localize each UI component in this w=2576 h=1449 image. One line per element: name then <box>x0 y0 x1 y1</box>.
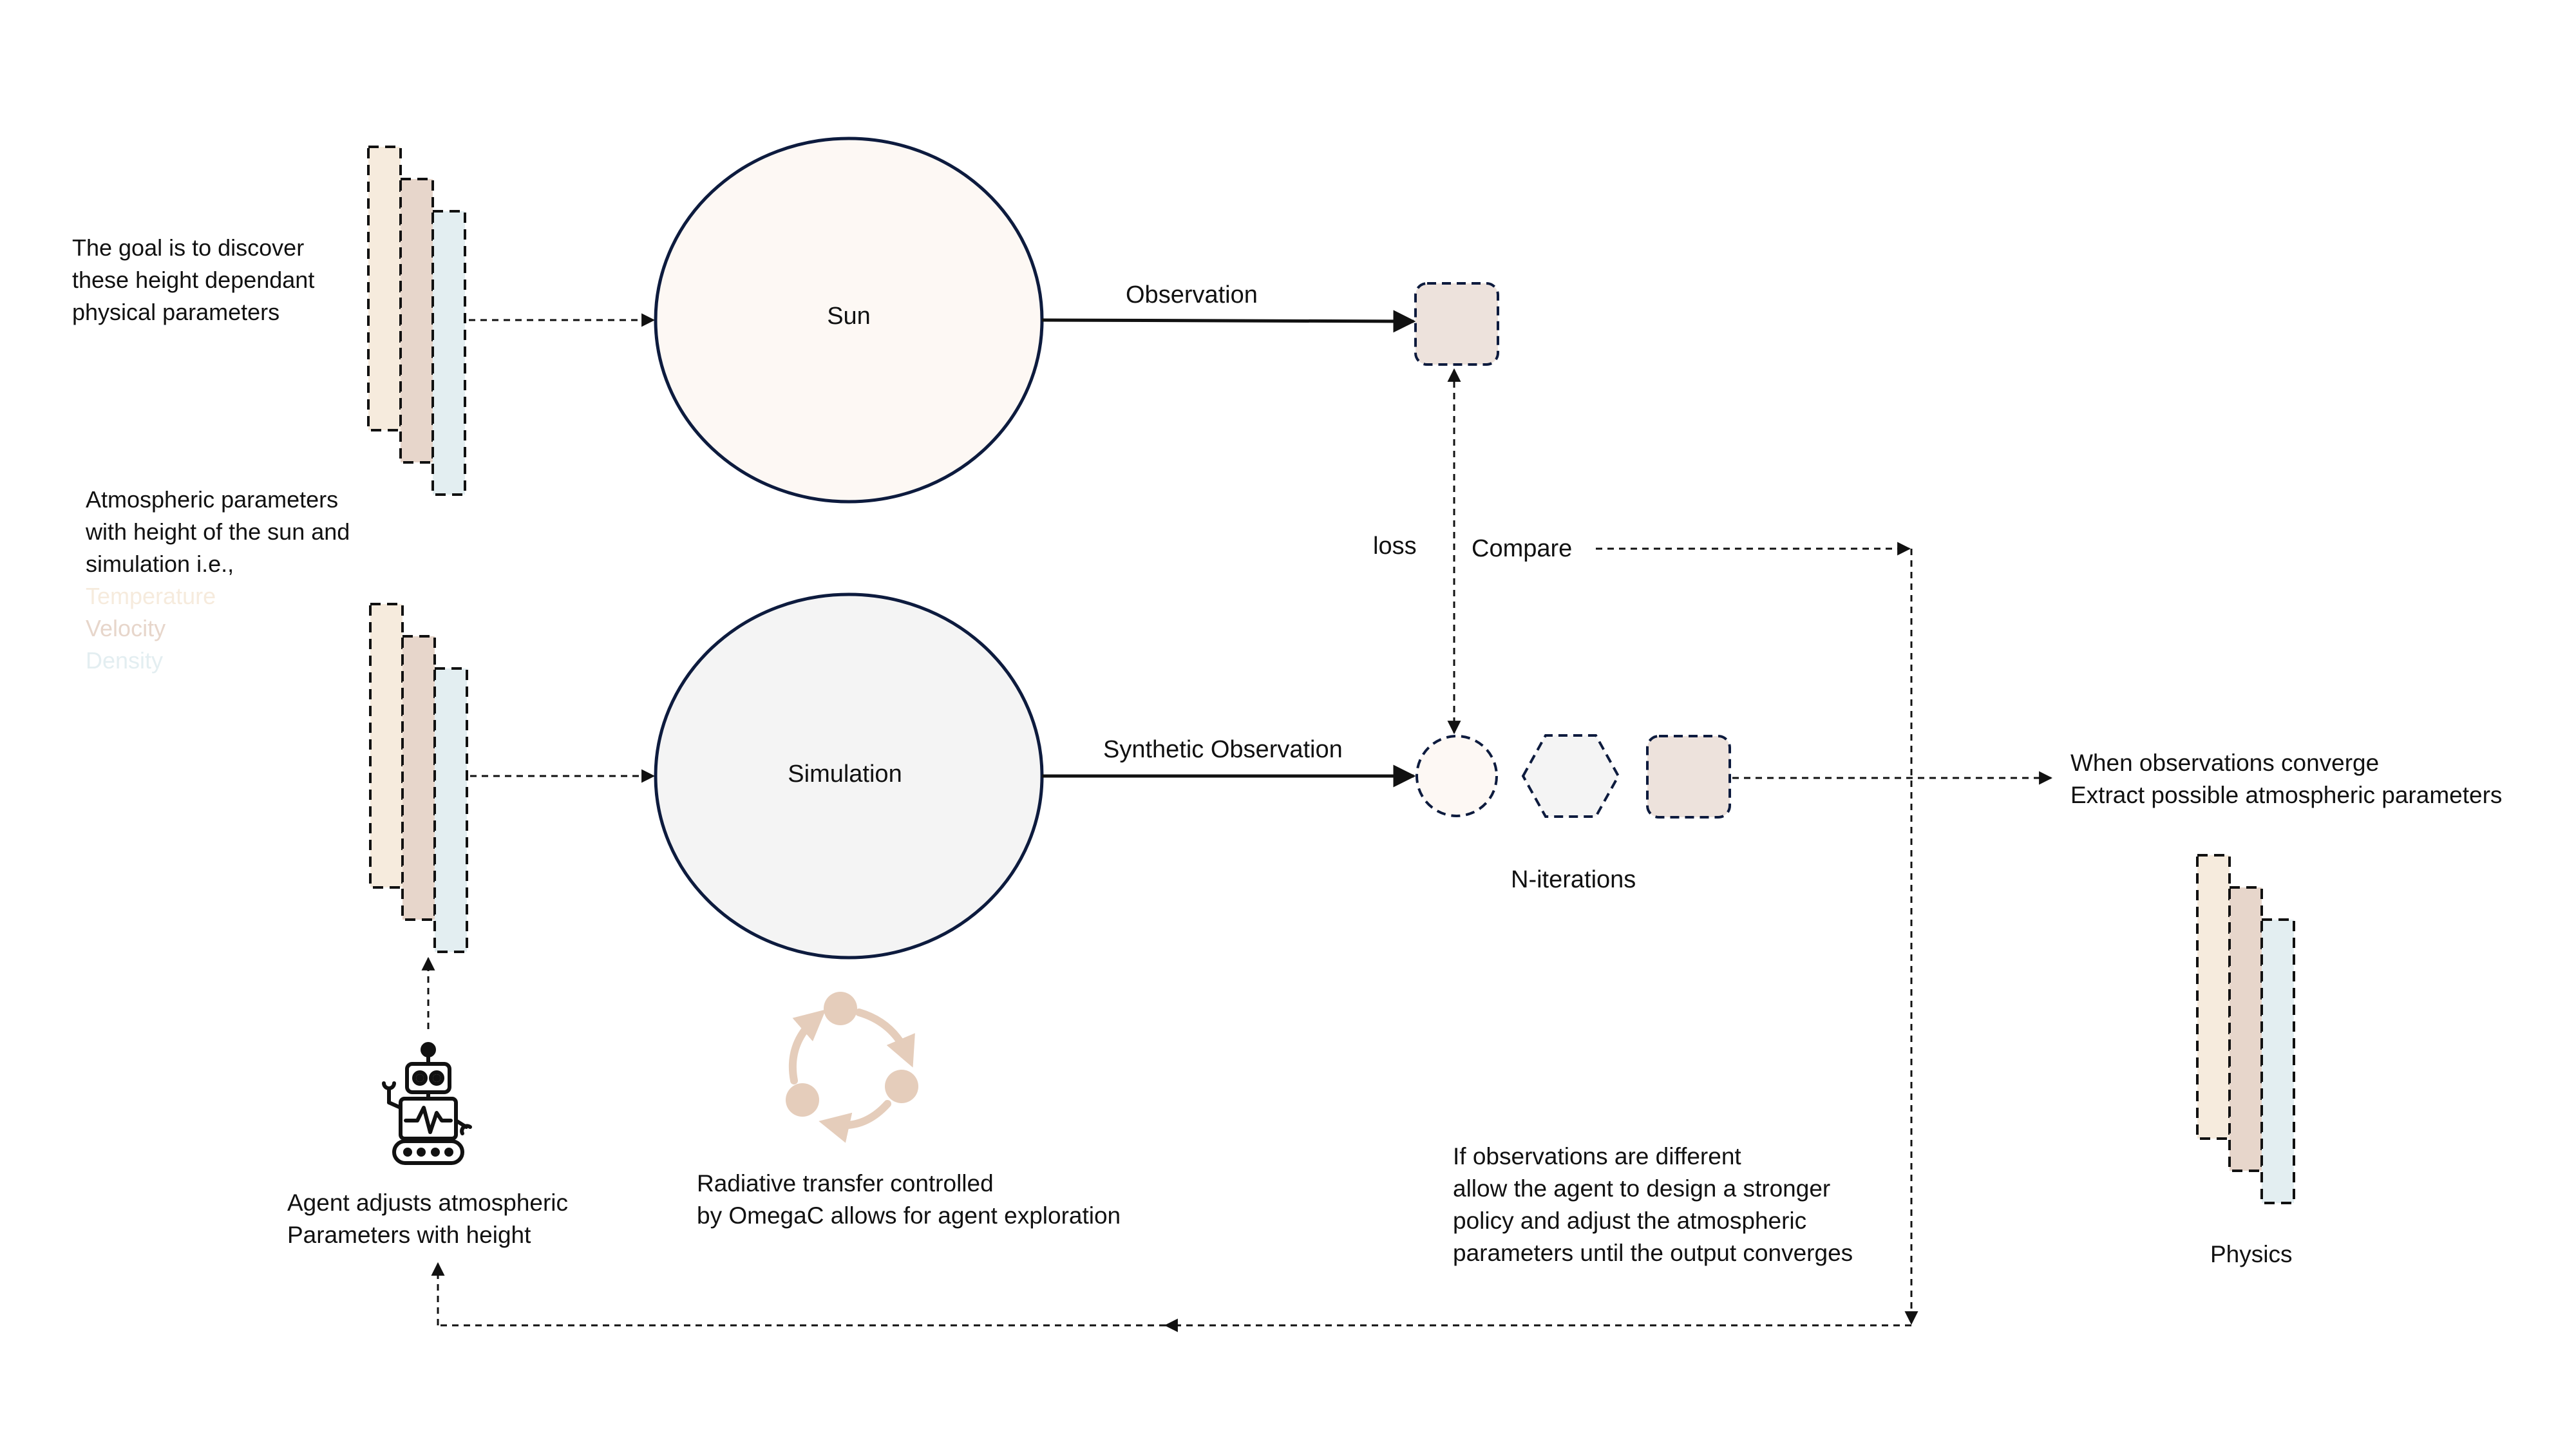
diff-line-4: parameters until the output converges <box>1453 1240 1853 1266</box>
cycle-icon <box>786 992 918 1143</box>
goal-line-2: these height dependant <box>72 267 314 293</box>
physics-label: Physics <box>2210 1241 2292 1267</box>
agent-line-2: Parameters with height <box>287 1222 531 1248</box>
stack-layer-density <box>433 667 468 953</box>
converge-text: When observations converge Extract possi… <box>2070 750 2502 808</box>
stack-layer-velocity <box>2228 886 2263 1172</box>
stack-layer-density <box>2260 918 2295 1204</box>
diff-line-2: allow the agent to design a stronger <box>1453 1175 1830 1202</box>
diff-line-3: policy and adjust the atmospheric <box>1453 1208 1806 1234</box>
sun-label: Sun <box>827 303 871 330</box>
stack-layer-velocity <box>399 178 434 464</box>
param-density: Density <box>86 647 163 674</box>
stack-layer-velocity <box>401 635 436 921</box>
converge-line-2: Extract possible atmospheric parameters <box>2070 782 2502 808</box>
stack-layer-temperature <box>369 603 404 889</box>
atmos-line-3: simulation i.e., <box>86 551 234 577</box>
goal-line-3: physical parameters <box>72 299 279 325</box>
different-text: If observations are different allow the … <box>1453 1143 1853 1266</box>
stack-layer-density <box>431 210 466 496</box>
iteration-node-circle <box>1416 735 1498 817</box>
parameter-stack-simulation <box>369 603 468 953</box>
synthetic-label: Synthetic Observation <box>1103 736 1343 763</box>
stack-layer-temperature <box>367 146 402 431</box>
iteration-node-hexagon <box>1521 734 1620 818</box>
param-temperature: Temperature <box>86 583 216 609</box>
parameter-stack-top <box>367 146 466 496</box>
observed-node <box>1414 282 1499 366</box>
compare-label: Compare <box>1472 535 1572 562</box>
converge-line-1: When observations converge <box>2070 750 2379 776</box>
simulation-label: Simulation <box>788 761 902 788</box>
atmospheric-text: Atmospheric parameters with height of th… <box>85 486 356 674</box>
agent-line-1: Agent adjusts atmospheric <box>287 1189 568 1216</box>
parameter-stack-physics <box>2196 854 2295 1204</box>
goal-line-1: The goal is to discover <box>72 234 304 261</box>
atmos-line-2: with height of the sun and <box>85 518 350 545</box>
stack-layer-temperature <box>2196 854 2231 1140</box>
arrow-observation <box>1041 310 1416 333</box>
rt-line-1: Radiative transfer controlled <box>697 1170 994 1197</box>
goal-text: The goal is to discover these height dep… <box>72 234 321 325</box>
observation-label: Observation <box>1126 281 1258 308</box>
loss-label: loss <box>1373 533 1417 560</box>
n-iterations-label: N-iterations <box>1511 866 1636 893</box>
iteration-node-square <box>1646 735 1731 819</box>
robot-icon <box>382 1042 472 1165</box>
diff-line-1: If observations are different <box>1453 1143 1741 1170</box>
radiative-text: Radiative transfer controlled by OmegaC … <box>697 1170 1121 1229</box>
rt-line-2: by OmegaC allows for agent exploration <box>697 1202 1121 1229</box>
atmos-line-1: Atmospheric parameters <box>86 486 338 513</box>
param-velocity: Velocity <box>86 615 166 641</box>
agent-text: Agent adjusts atmospheric Parameters wit… <box>287 1189 574 1248</box>
